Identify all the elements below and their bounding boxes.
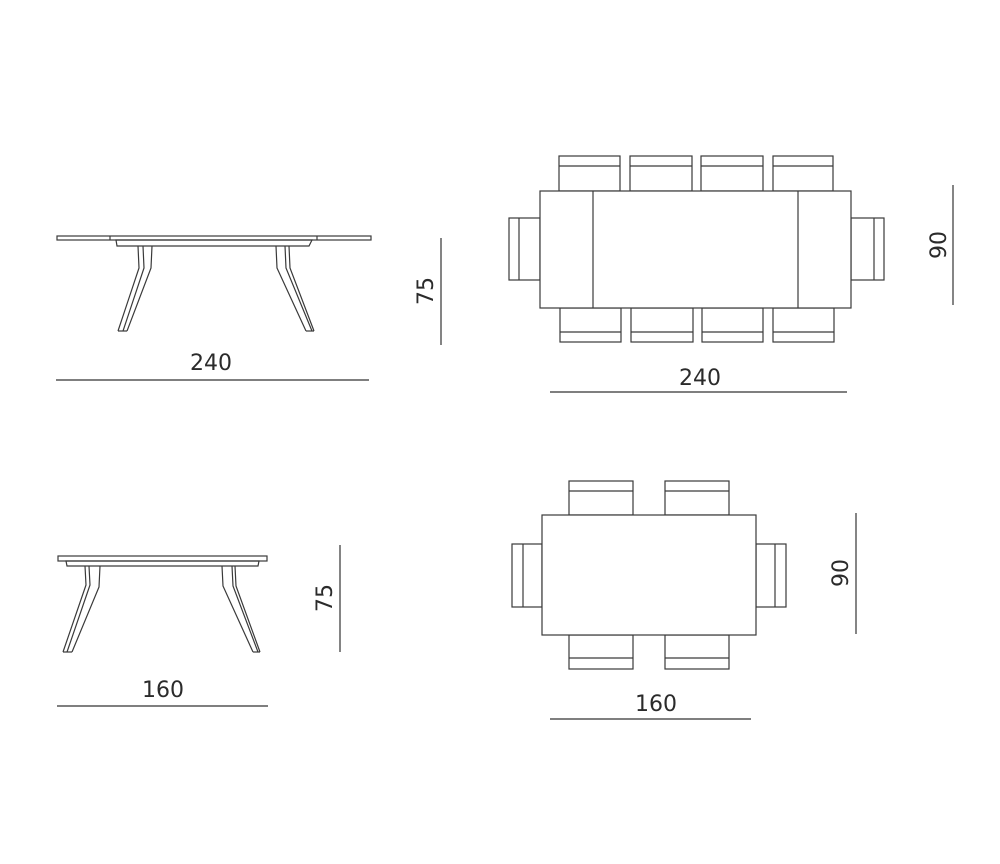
table-leg-left: [62, 565, 101, 653]
chair-right-end: [755, 543, 787, 608]
table-leg-left: [117, 245, 153, 332]
chair-left-end: [511, 543, 543, 608]
table-leg-right: [221, 565, 261, 653]
chairs-top-row: [568, 480, 730, 516]
width-label: 160: [142, 678, 184, 703]
chairs-bottom-row: [559, 307, 835, 343]
chairs-top-row: [558, 155, 834, 192]
apron: [65, 560, 260, 567]
side-view-extended: 240 75: [56, 235, 442, 381]
depth-label: 90: [829, 559, 854, 587]
side-view-closed: 160 75: [57, 545, 341, 707]
width-label: 240: [679, 366, 721, 391]
table-top-plan-extended: [539, 190, 852, 309]
table-top-closed: [57, 555, 268, 562]
table-top-plan-closed: [541, 514, 757, 636]
plan-view-closed: 160 90: [511, 480, 857, 720]
chairs-bottom-row: [568, 634, 730, 670]
width-label: 160: [635, 692, 677, 717]
apron: [115, 239, 313, 247]
width-label: 240: [190, 351, 232, 376]
height-label: 75: [414, 277, 439, 305]
depth-label: 90: [927, 231, 952, 259]
chair-right-end: [850, 217, 885, 281]
table-leg-right: [275, 245, 315, 332]
plan-view-extended: 240 90: [508, 155, 954, 393]
chair-left-end: [508, 217, 541, 281]
height-label: 75: [313, 584, 338, 612]
